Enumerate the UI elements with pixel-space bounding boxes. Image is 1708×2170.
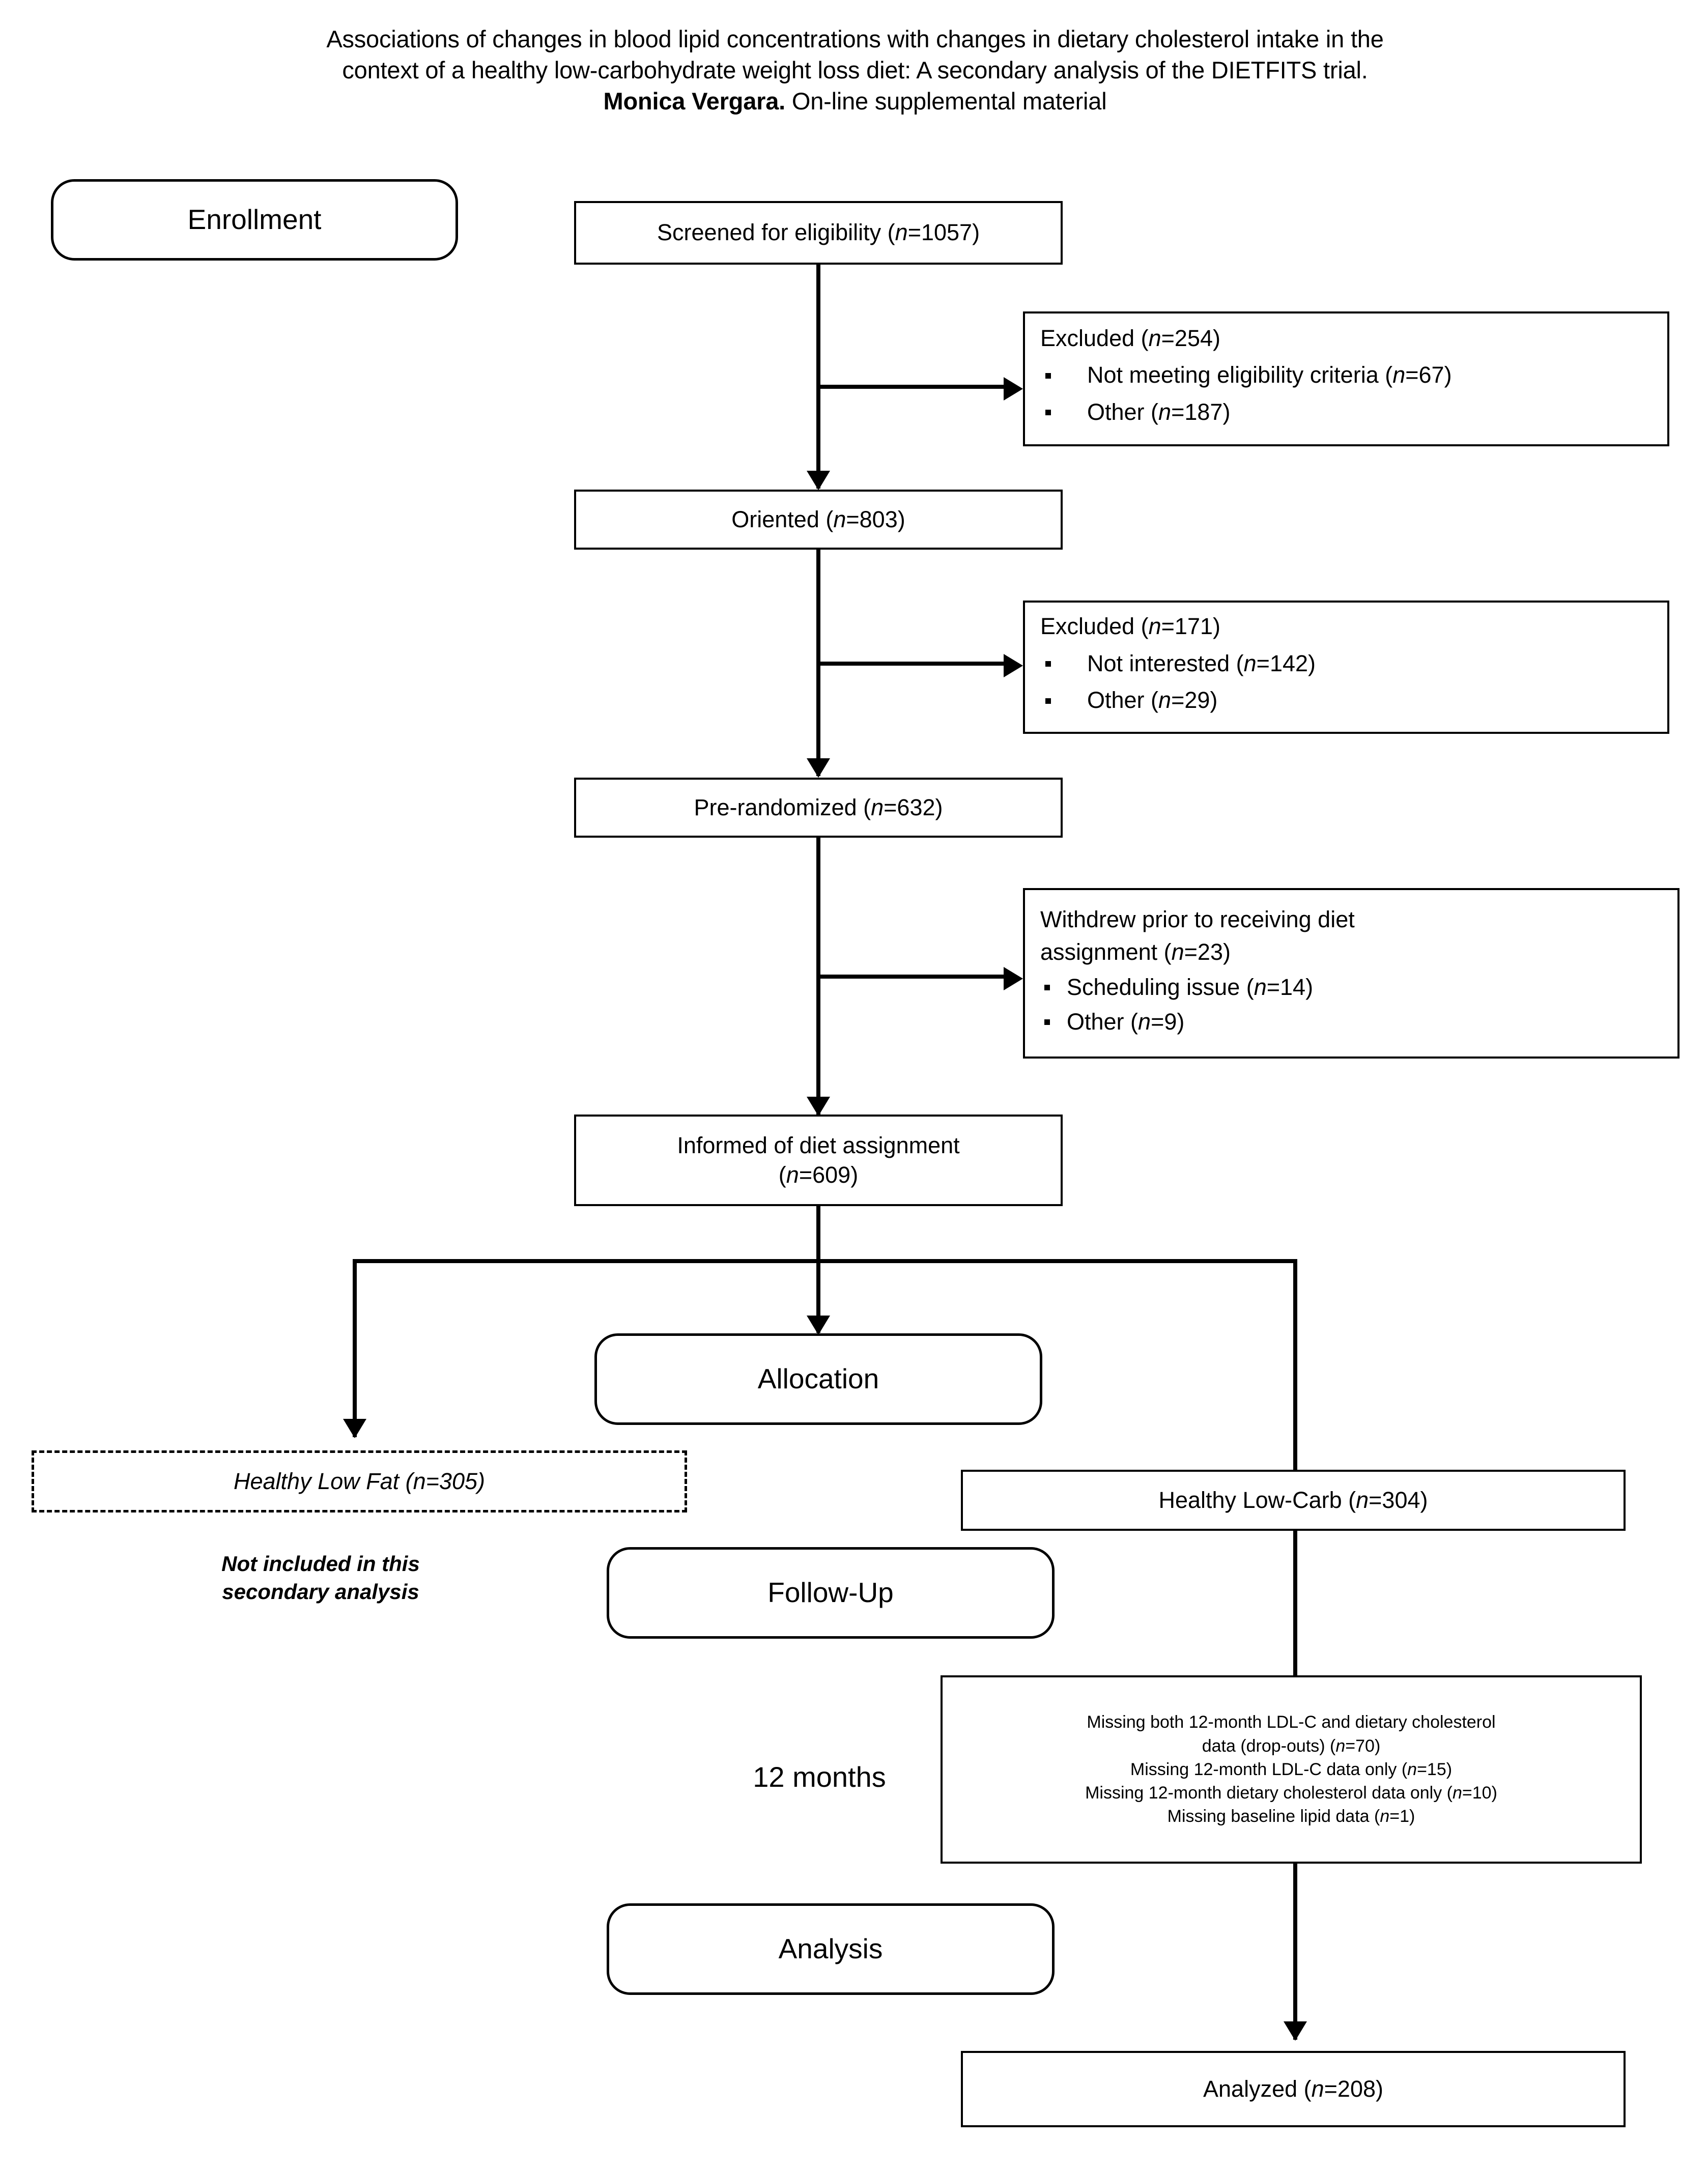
arrowhead-excluded-2: [1004, 654, 1023, 677]
node-screened-label: Screened for eligibility (n=1057): [657, 219, 980, 246]
node-healthy-low-fat: Healthy Low Fat (n=305): [32, 1450, 687, 1512]
connector-left-leg-low-fat: [353, 1259, 357, 1437]
list-item: Not meeting eligibility criteria (n=67): [1040, 360, 1661, 390]
connector-screened-to-oriented: [816, 265, 820, 489]
stage-label-follow-up-text: Follow-Up: [767, 1577, 894, 1609]
stage-label-analysis-text: Analysis: [778, 1933, 883, 1965]
arrowhead-withdrew: [1004, 967, 1023, 990]
arrowhead-excluded-1: [1004, 377, 1023, 401]
page-title: Associations of changes in blood lipid c…: [153, 23, 1557, 117]
list-item: Not interested (n=142): [1040, 649, 1661, 679]
low-fat-note-line-2: secondary analysis: [222, 1580, 419, 1604]
author-name: Monica Vergara.: [603, 88, 786, 115]
connector-branch-excluded-2: [816, 662, 1010, 666]
node-pre-randomized: Pre-randomized (n=632): [574, 778, 1063, 838]
stage-label-analysis: Analysis: [607, 1903, 1055, 1995]
connector-branch-withdrew: [816, 975, 1010, 979]
arrowhead-prerandomized: [807, 758, 830, 778]
connector-informed-down: [816, 1206, 820, 1262]
node-analyzed-label: Analyzed (n=208): [1203, 2075, 1383, 2102]
arrowhead-allocation: [807, 1316, 830, 1335]
excluded-1-heading: Excluded (n=254): [1040, 325, 1220, 351]
node-analyzed: Analyzed (n=208): [961, 2051, 1626, 2127]
node-oriented-label: Oriented (n=803): [731, 506, 905, 532]
node-withdrew-prior: Withdrew prior to receiving diet assignm…: [1023, 888, 1679, 1059]
arrowhead-oriented: [807, 471, 830, 490]
missing-line-1: Missing both 12-month LDL-C and dietary …: [1087, 1712, 1496, 1732]
list-item: Other (n=187): [1040, 397, 1661, 427]
title-line-2: context of a healthy low-carbohydrate we…: [342, 56, 1368, 84]
list-item: Scheduling issue (n=14): [1040, 973, 1671, 1003]
node-pre-randomized-label: Pre-randomized (n=632): [694, 794, 943, 820]
list-item: Other (n=9): [1040, 1007, 1671, 1037]
stage-label-enrollment-text: Enrollment: [187, 204, 322, 236]
title-line-3: Monica Vergara. On-line supplemental mat…: [153, 85, 1557, 117]
low-fat-exclusion-note: Not included in this secondary analysis: [92, 1550, 550, 1606]
node-healthy-low-carb: Healthy Low-Carb (n=304): [961, 1470, 1626, 1531]
node-excluded-2: Excluded (n=171) Not interested (n=142) …: [1023, 601, 1669, 734]
arrowhead-analyzed: [1284, 2021, 1307, 2041]
stage-label-allocation-text: Allocation: [757, 1363, 879, 1395]
timepoint-label-12-months: 12 months: [687, 1758, 952, 1796]
missing-line-2: data (drop-outs) (n=70): [1202, 1736, 1381, 1756]
arrowhead-informed: [807, 1097, 830, 1116]
stage-label-follow-up: Follow-Up: [607, 1547, 1055, 1639]
node-informed-of-diet-assignment: Informed of diet assignment (n=609): [574, 1115, 1063, 1206]
node-screened-for-eligibility: Screened for eligibility (n=1057): [574, 201, 1063, 265]
list-item: Other (n=29): [1040, 686, 1661, 716]
missing-line-4: Missing 12-month dietary cholesterol dat…: [1085, 1783, 1497, 1803]
missing-line-3: Missing 12-month LDL-C data only (n=15): [1130, 1759, 1453, 1779]
node-informed-line-1: Informed of diet assignment: [677, 1132, 960, 1158]
supplemental-note: On-line supplemental material: [785, 88, 1107, 115]
connector-center-leg-allocation: [816, 1259, 820, 1333]
excluded-2-heading: Excluded (n=171): [1040, 613, 1220, 640]
connector-right-leg-low-carb: [1293, 1259, 1297, 1473]
node-missing-data: Missing both 12-month LDL-C and dietary …: [941, 1675, 1642, 1864]
node-informed-line-2: (n=609): [778, 1162, 859, 1188]
connector-branch-excluded-1: [816, 385, 1010, 389]
withdrew-list: Scheduling issue (n=14) Other (n=9): [1040, 973, 1671, 1037]
connector-allocation-split-bar: [353, 1259, 1297, 1263]
stage-label-allocation: Allocation: [594, 1333, 1042, 1425]
node-excluded-1: Excluded (n=254) Not meeting eligibility…: [1023, 311, 1669, 446]
withdrew-heading-line-1: Withdrew prior to receiving diet: [1040, 906, 1355, 932]
timepoint-label-text: 12 months: [753, 1761, 886, 1793]
low-fat-note-line-1: Not included in this: [221, 1552, 420, 1576]
node-healthy-low-fat-label: Healthy Low Fat (n=305): [233, 1468, 486, 1494]
node-oriented: Oriented (n=803): [574, 490, 1063, 550]
arrowhead-low-fat: [343, 1419, 366, 1438]
stage-label-enrollment: Enrollment: [51, 179, 458, 261]
excluded-1-list: Not meeting eligibility criteria (n=67) …: [1040, 360, 1661, 427]
withdrew-heading-line-2: assignment (n=23): [1040, 939, 1231, 965]
title-line-1: Associations of changes in blood lipid c…: [326, 25, 1384, 52]
excluded-2-list: Not interested (n=142) Other (n=29): [1040, 649, 1661, 716]
missing-line-5: Missing baseline lipid data (n=1): [1167, 1807, 1415, 1826]
node-healthy-low-carb-label: Healthy Low-Carb (n=304): [1158, 1487, 1428, 1513]
missing-data-lines: Missing both 12-month LDL-C and dietary …: [951, 1710, 1632, 1828]
